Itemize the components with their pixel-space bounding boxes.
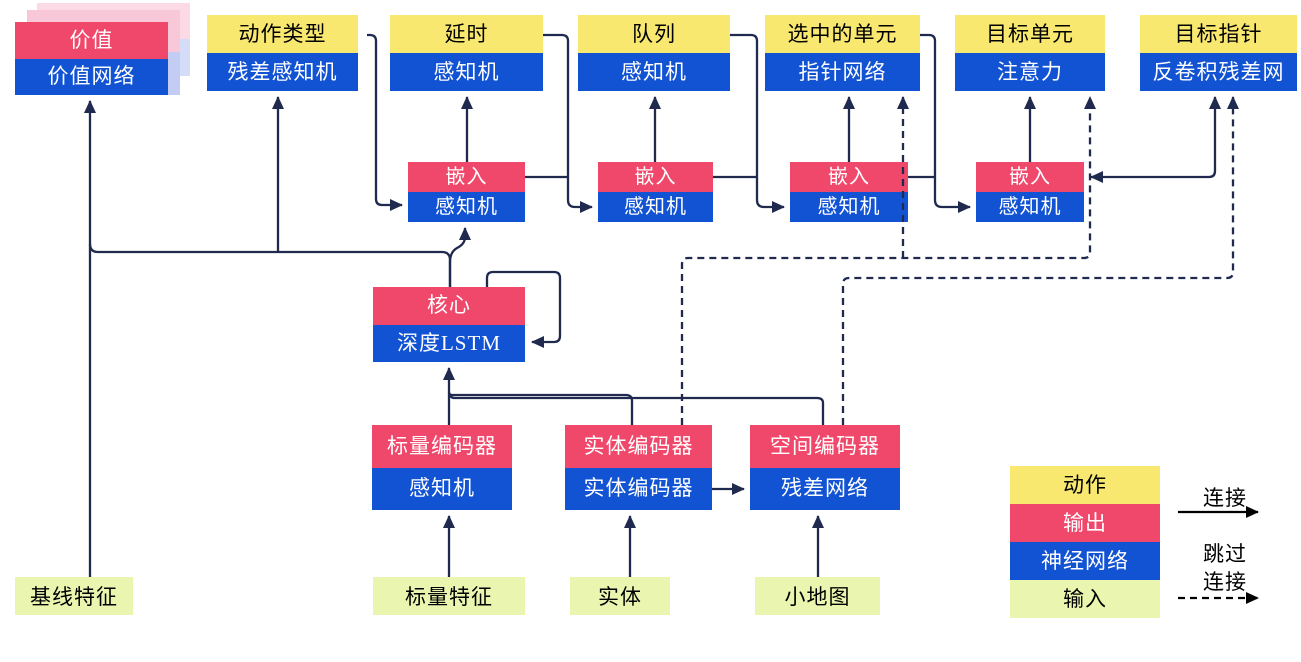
embed3-label: 嵌入: [790, 162, 908, 192]
spatial-encoder-label: 空间编码器: [750, 425, 900, 468]
node-action-type: 动作类型 残差感知机: [207, 15, 358, 91]
node-embed-2: 嵌入 感知机: [598, 162, 713, 222]
legend-skip-label-line1: 跳过: [1203, 542, 1247, 566]
input-minimap: 小地图: [755, 577, 880, 615]
spatial-encoder-net-label: 残差网络: [750, 467, 900, 510]
embed1-net-label: 感知机: [408, 192, 525, 222]
delay-net-label: 感知机: [390, 53, 543, 91]
scalar-encoder-net-label: 感知机: [372, 467, 512, 510]
target-point-label: 目标指针: [1140, 15, 1297, 53]
skip-entity-to-attention: [680, 96, 1096, 425]
core-label: 核心: [373, 287, 525, 325]
arrow-core-to-embed1: [448, 227, 471, 287]
action-type-net-label: 残差感知机: [207, 53, 358, 91]
scalar-encoder-label: 标量编码器: [372, 425, 512, 468]
delay-label: 延时: [390, 15, 543, 53]
queue-label: 队列: [578, 15, 730, 53]
legend-network-label: 神经网络: [1010, 542, 1160, 580]
target-point-net-label: 反卷积残差网: [1140, 53, 1297, 91]
node-embed-3: 嵌入 感知机: [790, 162, 908, 222]
input-scalar-features: 标量特征: [373, 577, 525, 615]
node-spatial-encoder: 空间编码器 残差网络: [750, 425, 900, 510]
entity-encoder-label: 实体编码器: [565, 425, 712, 468]
target-unit-label: 目标单元: [955, 15, 1105, 53]
legend-action-label: 动作: [1010, 466, 1160, 504]
node-core: 核心 深度LSTM: [373, 287, 525, 362]
skip-spatial-to-deconv: [841, 96, 1239, 425]
value-network-label: 价值网络: [15, 58, 168, 95]
legend-skip-label-line2: 连接: [1203, 570, 1247, 594]
entity-encoder-net-label: 实体编码器: [565, 467, 712, 510]
node-target-unit: 目标单元 注意力: [955, 15, 1105, 91]
embed3-net-label: 感知机: [790, 192, 908, 222]
node-delay: 延时 感知机: [390, 15, 543, 91]
embed2-label: 嵌入: [598, 162, 713, 192]
queue-net-label: 感知机: [578, 53, 730, 91]
legend-solid-connection-label: 连接: [1203, 486, 1247, 510]
embed4-net-label: 感知机: [976, 192, 1084, 222]
node-entity-encoder: 实体编码器 实体编码器: [565, 425, 712, 510]
selected-units-net-label: 指针网络: [765, 53, 920, 91]
node-embed-4: 嵌入 感知机: [976, 162, 1084, 222]
legend-swatches: 动作 输出 神经网络 输入: [1010, 466, 1160, 618]
value-output-label: 价值: [15, 22, 168, 59]
wire-spatial-to-core-merge: [448, 393, 825, 425]
node-scalar-encoder: 标量编码器 感知机: [372, 425, 512, 510]
selected-units-label: 选中的单元: [765, 15, 920, 53]
node-target-point: 目标指针 反卷积残差网: [1140, 15, 1297, 91]
core-net-label: 深度LSTM: [373, 324, 525, 362]
wire-core-distribution-left: [88, 243, 452, 287]
action-type-label: 动作类型: [207, 15, 358, 53]
target-unit-net-label: 注意力: [955, 53, 1105, 91]
arrow-embed4-deconv: [1090, 96, 1221, 183]
node-selected-units: 选中的单元 指针网络: [765, 15, 920, 91]
legend-input-label: 输入: [1010, 580, 1160, 618]
node-embed-1: 嵌入 感知机: [408, 162, 525, 222]
embed1-label: 嵌入: [408, 162, 525, 192]
embed4-label: 嵌入: [976, 162, 1084, 192]
wire-entity-to-core-merge: [447, 391, 634, 425]
input-baseline-features: 基线特征: [15, 577, 133, 615]
embed2-net-label: 感知机: [598, 192, 713, 222]
input-entities: 实体: [570, 577, 670, 615]
node-queue: 队列 感知机: [578, 15, 730, 91]
node-value: 价值 价值网络: [15, 22, 168, 95]
legend-output-label: 输出: [1010, 504, 1160, 542]
